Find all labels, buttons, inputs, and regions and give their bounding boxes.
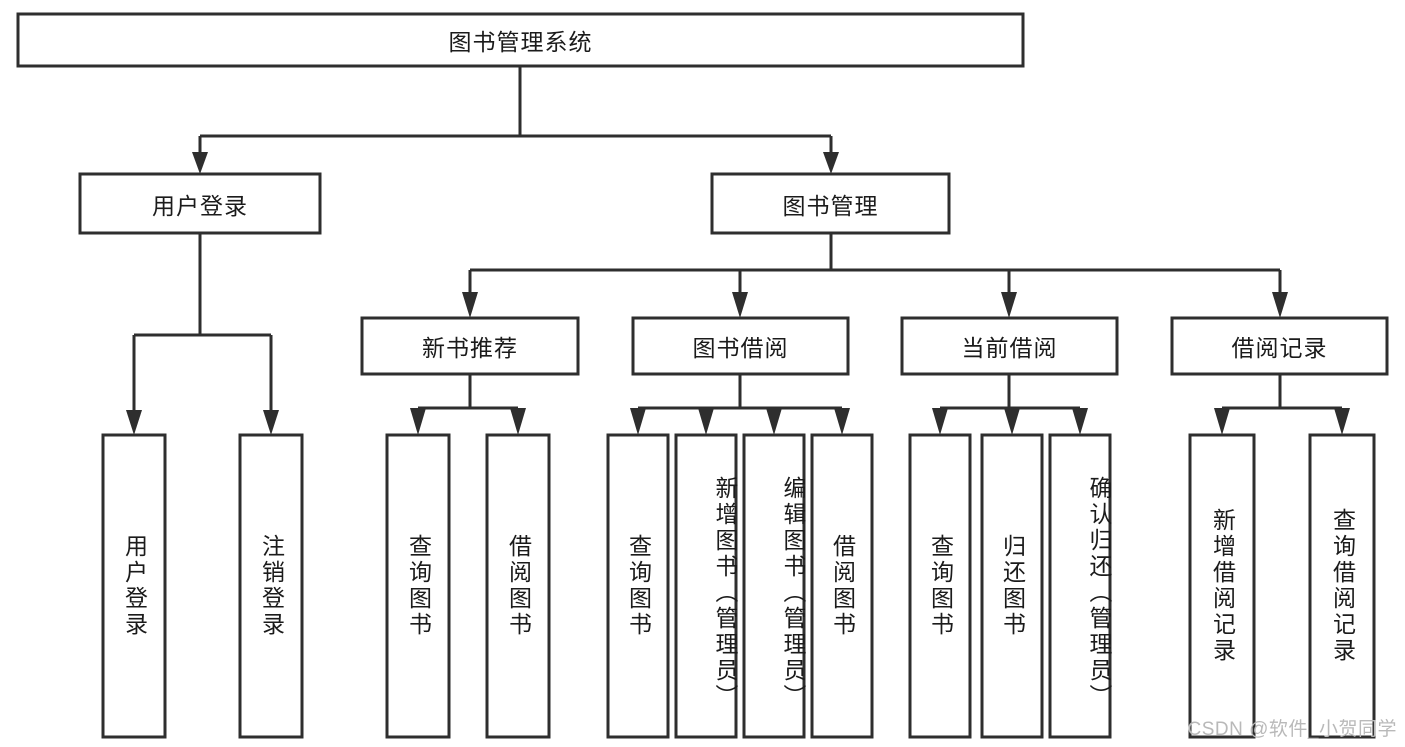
node-box-book-manage[interactable]	[710, 172, 951, 235]
arrow-head-leaf-user-login	[126, 410, 142, 435]
arrow-head-leaf-borrow-book-1	[510, 408, 526, 435]
node-box-root[interactable]	[16, 12, 1025, 68]
node-label-leaf-confirm-return: 确认归还（管理员）	[1086, 476, 1112, 710]
arrow-head-user-login	[192, 152, 208, 174]
node-label-leaf-query-book-1: 查询图书	[405, 534, 432, 638]
node-label-leaf-add-book: 新增图书（管理员）	[712, 476, 738, 710]
connector-group-book-manage	[462, 233, 1288, 318]
node-label-leaf-user-login: 用户登录	[121, 534, 148, 638]
node-box-leaf-query-book-2[interactable]	[606, 433, 670, 739]
node-label-current-borrow: 当前借阅	[961, 335, 1058, 361]
node-label-book-borrow: 图书借阅	[692, 335, 789, 361]
node-box-leaf-add-record[interactable]	[1188, 433, 1256, 739]
arrow-head-leaf-query-book-1	[410, 408, 426, 435]
connector-group-current-borrow	[932, 374, 1088, 435]
arrow-head-current-borrow	[1001, 292, 1017, 318]
node-label-leaf-borrow-book-2: 借阅图书	[829, 534, 856, 638]
node-label-leaf-borrow-book-1: 借阅图书	[505, 534, 532, 638]
arrow-head-new-book-recommend	[462, 292, 478, 318]
node-label-user-login: 用户登录	[152, 192, 248, 219]
node-box-leaf-edit-book[interactable]	[742, 433, 806, 739]
node-box-borrow-record[interactable]	[1170, 316, 1389, 376]
node-label-leaf-return-book: 归还图书	[999, 534, 1026, 638]
node-label-root: 图书管理系统	[448, 29, 593, 55]
connector-group-root	[192, 66, 839, 174]
node-box-leaf-borrow-book-1[interactable]	[485, 433, 551, 739]
node-box-leaf-user-logout[interactable]	[238, 433, 304, 739]
node-label-leaf-query-book-3: 查询图书	[927, 534, 954, 638]
node-box-leaf-return-book[interactable]	[980, 433, 1044, 739]
node-label-leaf-edit-book: 编辑图书（管理员）	[780, 476, 806, 710]
connector-group-new-book-recommend	[410, 374, 526, 435]
arrow-head-leaf-query-book-3	[932, 408, 948, 435]
node-box-leaf-confirm-return[interactable]	[1048, 433, 1112, 739]
node-box-leaf-query-book-1[interactable]	[385, 433, 451, 739]
arrow-head-leaf-query-book-2	[630, 408, 646, 435]
connector-group-user-login	[126, 233, 279, 435]
arrow-head-leaf-query-record	[1334, 408, 1350, 435]
node-box-leaf-query-book-3[interactable]	[908, 433, 972, 739]
arrow-head-leaf-return-book	[1004, 408, 1020, 435]
connector-group-book-borrow	[630, 374, 850, 435]
node-label-leaf-add-record: 新增借阅记录	[1209, 508, 1236, 664]
arrow-head-book-manage	[823, 152, 839, 174]
arrow-head-leaf-confirm-return	[1072, 408, 1088, 435]
node-label-book-manage: 图书管理	[782, 192, 879, 219]
node-box-user-login[interactable]	[78, 172, 322, 235]
node-box-new-book-recommend[interactable]	[360, 316, 580, 376]
arrow-head-leaf-borrow-book-2	[834, 408, 850, 435]
node-label-leaf-query-book-2: 查询图书	[625, 534, 652, 638]
node-box-leaf-borrow-book-2[interactable]	[810, 433, 874, 739]
arrow-head-leaf-user-logout	[263, 410, 279, 435]
node-label-leaf-query-record: 查询借阅记录	[1329, 508, 1356, 664]
node-label-leaf-user-logout: 注销登录	[258, 534, 285, 638]
node-label-borrow-record: 借阅记录	[1231, 335, 1328, 361]
node-box-book-borrow[interactable]	[631, 316, 850, 376]
arrow-head-leaf-edit-book	[766, 408, 782, 435]
arrow-head-leaf-add-book	[698, 408, 714, 435]
node-box-current-borrow[interactable]	[900, 316, 1119, 376]
arrow-head-book-borrow	[732, 292, 748, 318]
node-box-leaf-query-record[interactable]	[1308, 433, 1376, 739]
arrow-head-leaf-add-record	[1214, 408, 1230, 435]
node-label-new-book-recommend: 新书推荐	[422, 335, 518, 361]
node-box-leaf-add-book[interactable]	[674, 433, 738, 739]
arrow-head-borrow-record	[1272, 292, 1288, 318]
node-box-leaf-user-login[interactable]	[101, 433, 167, 739]
connector-group-borrow-record	[1214, 374, 1350, 435]
